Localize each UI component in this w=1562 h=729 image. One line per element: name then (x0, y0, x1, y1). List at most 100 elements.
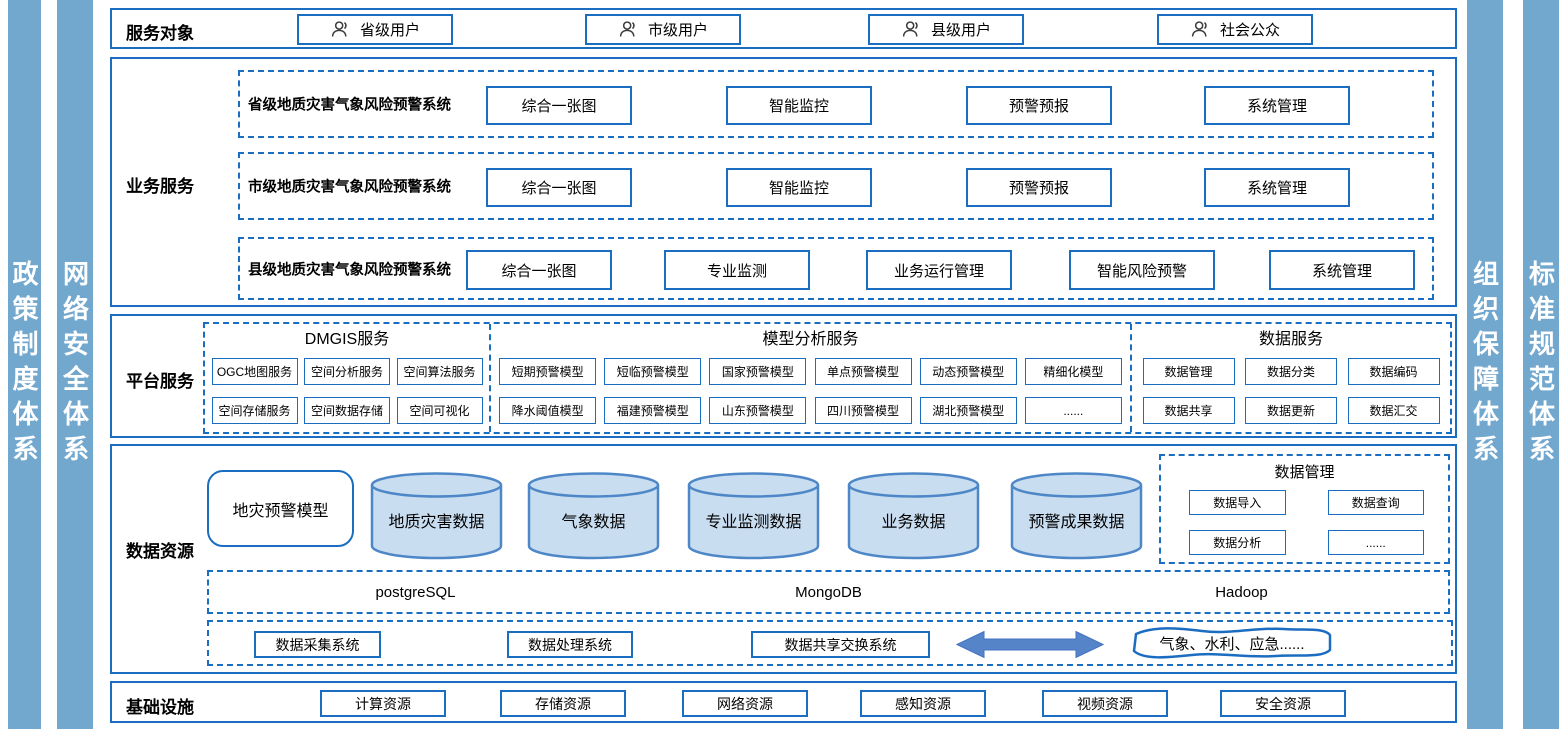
target-county-user: 县级用户 (868, 14, 1024, 45)
service-box: 福建预警模型 (604, 397, 702, 424)
system-box-collect: 数据采集系统 (254, 631, 381, 658)
external-systems-label: 气象、水利、应急...... (1159, 636, 1305, 653)
system-name: 省级地质灾害气象风险预警系统 (248, 97, 451, 114)
target-label: 市级用户 (647, 22, 708, 39)
module-box: 业务运行管理 (866, 250, 1012, 290)
group-model-analysis: 模型分析服务 短期预警模型 短临预警模型 国家预警模型 单点预警模型 动态预警模… (489, 324, 1130, 432)
target-label: 省级用户 (359, 22, 420, 39)
service-box: 短临预警模型 (604, 358, 702, 385)
database-cylinder-icon (1010, 472, 1143, 560)
data-management-panel: 数据管理 数据导入 数据查询 数据分析 ...... (1159, 454, 1450, 564)
cylinder-warning-result-data: 预警成果数据 (1010, 472, 1143, 560)
sidebar-policy-system: 政策制度体系 (8, 0, 41, 729)
section-platform-services: 平台服务 DMGIS服务 OGC地图服务 空间分析服务 空间算法服务 空间存储服… (110, 314, 1457, 438)
module-box: 综合一张图 (486, 86, 632, 125)
double-arrow-icon (956, 630, 1104, 659)
systems-row: 数据采集系统 数据处理系统 数据共享交换系统 气象、水利、应急...... (207, 620, 1453, 666)
dm-box: 数据分析 (1189, 530, 1286, 555)
infra-box-storage: 存储资源 (500, 690, 626, 717)
database-row: postgreSQL MongoDB Hadoop (207, 570, 1450, 614)
section-title: 服务对象 (126, 24, 194, 43)
service-box: 空间可视化 (396, 397, 483, 424)
service-box: 精细化模型 (1024, 358, 1122, 385)
section-title: 数据资源 (126, 542, 194, 561)
section-service-targets: 服务对象 省级用户 市级用户 县级用户 社会公众 (110, 8, 1457, 49)
wavy-border-icon (1132, 627, 1332, 659)
service-box: 数据共享 (1142, 397, 1235, 424)
module-box: 综合一张图 (486, 168, 632, 207)
cylinder-label: 业务数据 (881, 514, 946, 531)
service-box: 单点预警模型 (814, 358, 912, 385)
module-box: 综合一张图 (466, 250, 612, 290)
target-label: 社会公众 (1219, 22, 1280, 39)
target-label: 县级用户 (930, 22, 991, 39)
cylinder-label: 专业监测数据 (705, 514, 802, 531)
sidebar-standard-spec: 标准规范体系 (1523, 0, 1559, 729)
cylinder-label: 地质灾害数据 (388, 514, 485, 531)
cylinder-monitoring-data: 专业监测数据 (687, 472, 820, 560)
infra-box-network: 网络资源 (682, 690, 808, 717)
module-box: 预警预报 (966, 168, 1112, 207)
provincial-system-row: 省级地质灾害气象风险预警系统 综合一张图 智能监控 预警预报 系统管理 (238, 70, 1434, 138)
module-box: 预警预报 (966, 86, 1112, 125)
user-icon (1191, 21, 1207, 37)
county-system-row: 县级地质灾害气象风险预警系统 综合一张图 专业监测 业务运行管理 智能风险预警 … (238, 237, 1434, 300)
service-box: 降水阈值模型 (499, 397, 597, 424)
service-box: 湖北预警模型 (919, 397, 1017, 424)
service-box: 数据管理 (1142, 358, 1235, 385)
section-title: 平台服务 (126, 372, 194, 391)
service-box: 空间存储服务 (211, 397, 298, 424)
panel-title: 数据管理 (1274, 464, 1335, 481)
disaster-warning-model-box: 地灾预警模型 (207, 470, 354, 547)
target-city-user: 市级用户 (585, 14, 741, 45)
target-public: 社会公众 (1157, 14, 1313, 45)
service-box: 数据汇交 (1347, 397, 1440, 424)
platform-groups: DMGIS服务 OGC地图服务 空间分析服务 空间算法服务 空间存储服务 空间数… (203, 322, 1452, 434)
service-box: OGC地图服务 (211, 358, 298, 385)
cylinder-label: 预警成果数据 (1028, 514, 1125, 531)
service-box: 空间数据存储 (304, 397, 390, 424)
cylinder-business-data: 业务数据 (847, 472, 980, 560)
infra-box-sensing: 感知资源 (860, 690, 986, 717)
service-box: 数据更新 (1245, 397, 1337, 424)
module-box: 系统管理 (1269, 250, 1415, 290)
service-box: 四川预警模型 (814, 397, 912, 424)
section-title: 业务服务 (126, 177, 194, 196)
service-box: 空间分析服务 (304, 358, 390, 385)
group-dmgis: DMGIS服务 OGC地图服务 空间分析服务 空间算法服务 空间存储服务 空间数… (205, 324, 489, 432)
group-title: DMGIS服务 (304, 331, 390, 348)
user-icon (619, 21, 635, 37)
target-provincial-user: 省级用户 (297, 14, 453, 45)
system-box-process: 数据处理系统 (507, 631, 633, 658)
user-icon (331, 21, 347, 37)
system-name: 市级地质灾害气象风险预警系统 (248, 179, 451, 196)
group-title: 数据服务 (1258, 331, 1323, 348)
dm-box: 数据导入 (1189, 490, 1286, 515)
section-data-resources: 数据资源 地灾预警模型 地质灾害数据 气象数据 专业监测数据 业务数据 (110, 444, 1457, 674)
db-postgresql: postgreSQL (375, 583, 456, 601)
service-box: 动态预警模型 (919, 358, 1017, 385)
service-box: 山东预警模型 (709, 397, 807, 424)
system-name: 县级地质灾害气象风险预警系统 (248, 262, 451, 278)
module-box: 系统管理 (1204, 168, 1350, 207)
cylinder-weather-data: 气象数据 (527, 472, 660, 560)
cylinder-label: 气象数据 (561, 514, 626, 531)
group-title: 模型分析服务 (762, 331, 859, 348)
db-mongodb: MongoDB (795, 583, 862, 601)
infra-box-security: 安全资源 (1220, 690, 1346, 717)
db-hadoop: Hadoop (1215, 583, 1268, 601)
section-infrastructure: 基础设施 计算资源 存储资源 网络资源 感知资源 视频资源 安全资源 (110, 681, 1457, 723)
module-box: 智能监控 (726, 86, 872, 125)
module-box: 系统管理 (1204, 86, 1350, 125)
module-box: 专业监测 (664, 250, 810, 290)
service-box: 数据分类 (1245, 358, 1337, 385)
service-box: 国家预警模型 (709, 358, 807, 385)
group-data-services: 数据服务 数据管理 数据分类 数据编码 数据共享 数据更新 数据汇交 (1130, 324, 1450, 432)
module-box: 智能风险预警 (1069, 250, 1215, 290)
cylinder-geo-disaster-data: 地质灾害数据 (370, 472, 503, 560)
service-box: 短期预警模型 (499, 358, 597, 385)
service-box: 数据编码 (1347, 358, 1440, 385)
infra-box-compute: 计算资源 (320, 690, 446, 717)
database-cylinder-icon (527, 472, 660, 560)
module-box: 智能监控 (726, 168, 872, 207)
